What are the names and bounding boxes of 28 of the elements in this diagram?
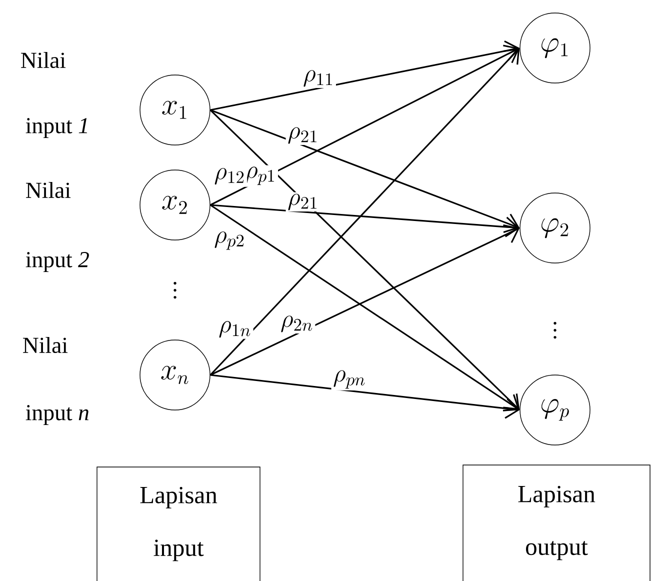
weight-label: $\rho_{21}$ xyxy=(286,126,321,146)
ellipsis-dots: $\vdots$ xyxy=(174,282,176,299)
arrow xyxy=(210,204,520,238)
weight-label: $\rho_{21}$ xyxy=(286,192,321,212)
weight-label: $\rho_{pn}$ xyxy=(331,368,368,390)
side-label: Nilai xyxy=(26,182,71,198)
ellipsis-dots: $\vdots$ xyxy=(554,322,556,339)
weight-label: $\rho_{p1}$ xyxy=(243,165,278,187)
arrow xyxy=(210,204,520,412)
weight-label: $\rho_{12}$ xyxy=(212,166,248,186)
weight-label: $\rho_{11}$ xyxy=(301,68,336,88)
arrow xyxy=(210,109,520,233)
arrow xyxy=(210,48,520,376)
side-label: input n xyxy=(26,405,88,425)
weight-label: $\rho_{2n}$ xyxy=(278,314,316,334)
layer-box: Lapisan output xyxy=(462,464,650,581)
arrow xyxy=(210,109,520,410)
side-label: input 1 xyxy=(26,118,87,138)
arrow xyxy=(210,44,520,206)
side-label: input 2 xyxy=(26,252,89,272)
weight-label: $\rho_{1n}$ xyxy=(216,320,254,339)
side-label: Nilai xyxy=(23,336,68,354)
arrow xyxy=(210,374,520,419)
arrow xyxy=(210,224,520,376)
side-label: Nilai xyxy=(21,52,66,68)
weight-label: $\rho_{p2}$ xyxy=(212,230,248,252)
arrow xyxy=(210,40,520,111)
layer-box: Lapisan input xyxy=(96,466,260,581)
